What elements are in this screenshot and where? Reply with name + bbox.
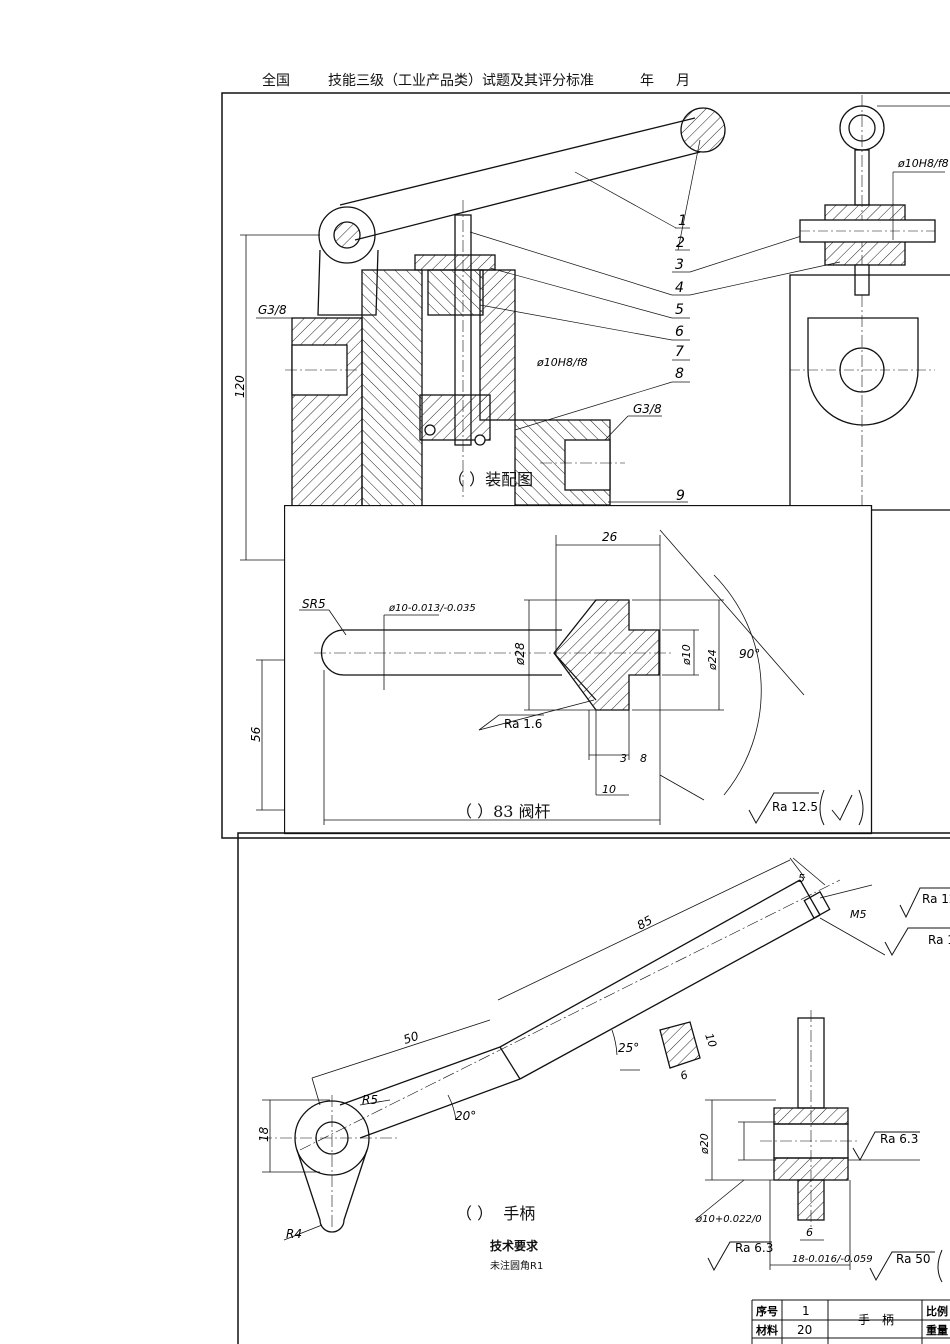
ra-1-6: Ra 1.6 (504, 717, 542, 731)
dim-r4: R4 (286, 1227, 302, 1241)
dim-90deg: 90° (739, 647, 760, 661)
callout-1: 1 (678, 213, 687, 229)
callout-5: 5 (675, 302, 684, 318)
dim-d10: ø10 (680, 644, 693, 666)
dim-85: 85 (635, 913, 655, 933)
dim-m5: M5 (850, 908, 867, 921)
ra-12-5-a: Ra 12.5 (922, 892, 950, 906)
dim-56: 56 (249, 726, 263, 742)
tb-material-label: 材料 (756, 1323, 778, 1337)
callout-2: 2 (676, 235, 685, 251)
callout-4: 4 (675, 280, 684, 296)
dim-l18: 18-0.016/-0.059 (792, 1254, 873, 1265)
valve-stem-shape (320, 599, 660, 711)
ra-6-3-b: Ra 6.3 (735, 1241, 773, 1255)
handle-frame (237, 832, 950, 1344)
dim-l6: 6 (806, 1226, 813, 1239)
tb-name: 手 柄 (858, 1313, 894, 1327)
dim-r5: R5 (362, 1093, 378, 1107)
dim-shaft-dia: ø10-0.013/-0.035 (388, 603, 476, 614)
dim-sr5: SR5 (302, 597, 326, 611)
tb-material-value: 20 (797, 1323, 812, 1337)
tech-req-title: 技术要求 (490, 1239, 539, 1253)
dim-w6: 6 (679, 1068, 690, 1083)
valve-stem-drawing: SR5 ø10-0.013/-0.035 26 ø28 ø10 ø24 90° … (284, 505, 873, 835)
dim-g38-left: G3/8 (258, 303, 287, 317)
callout-7: 7 (675, 344, 684, 360)
ra-6-3-a: Ra 6.3 (880, 1132, 918, 1146)
dim-d10-hole: ø10+0.022/0 (695, 1214, 762, 1225)
header-year: 年 (640, 73, 654, 89)
callout-6: 6 (675, 324, 684, 340)
dim-18: 18 (257, 1126, 271, 1142)
dim-3: 3 (620, 752, 627, 765)
dim-g38-right: G3/8 (633, 402, 662, 416)
dim-d24: ø24 (706, 649, 719, 671)
tb-weight-label: 重量 (926, 1323, 948, 1337)
dim-fit-side: ø10H8/f8 (897, 157, 949, 170)
callout-9: 9 (676, 488, 685, 504)
tb-seq-label: 序号 (756, 1304, 778, 1318)
ra-12-5-general: Ra 12.5 (772, 800, 818, 814)
header-country: 全国 (262, 73, 290, 89)
dim-25deg: 25° (618, 1041, 639, 1055)
lever-arm (317, 107, 726, 316)
dim-8: 8 (640, 752, 647, 765)
title-block (751, 1299, 950, 1344)
dim-50: 50 (402, 1029, 421, 1047)
dim-10: 10 (602, 783, 616, 796)
handle-caption: （ ） 手柄 (456, 1204, 536, 1223)
side-view (789, 105, 950, 511)
ra-12-5-b: Ra 12.5 (928, 933, 950, 947)
dim-5: 5 (798, 872, 805, 885)
dim-26: 26 (602, 530, 618, 544)
tb-scale-label: 比例 (926, 1304, 948, 1318)
assembly-frame (221, 92, 950, 839)
header-month: 月 (676, 73, 690, 89)
callout-8: 8 (675, 366, 684, 382)
valve-stem-caption: （ ）83 阀杆 (456, 802, 551, 821)
dim-w10: 10 (702, 1032, 719, 1050)
header-title: 技能三级（工业产品类）试题及其评分标准 (328, 73, 594, 89)
dim-fit: ø10H8/f8 (536, 356, 588, 369)
ra-50: Ra 50 (896, 1252, 931, 1266)
dim-d20: ø20 (698, 1133, 711, 1155)
dim-120: 120 (233, 375, 247, 398)
assembly-caption: （ ）装配图 (448, 470, 534, 489)
dim-20deg: 20° (455, 1109, 476, 1123)
tech-req-note: 未注圆角R1 (490, 1261, 544, 1272)
valve-body (291, 214, 611, 509)
callout-3: 3 (675, 257, 684, 273)
handle-shape (294, 879, 831, 1233)
tb-seq-value: 1 (802, 1304, 810, 1318)
dim-d28: ø28 (513, 642, 527, 666)
